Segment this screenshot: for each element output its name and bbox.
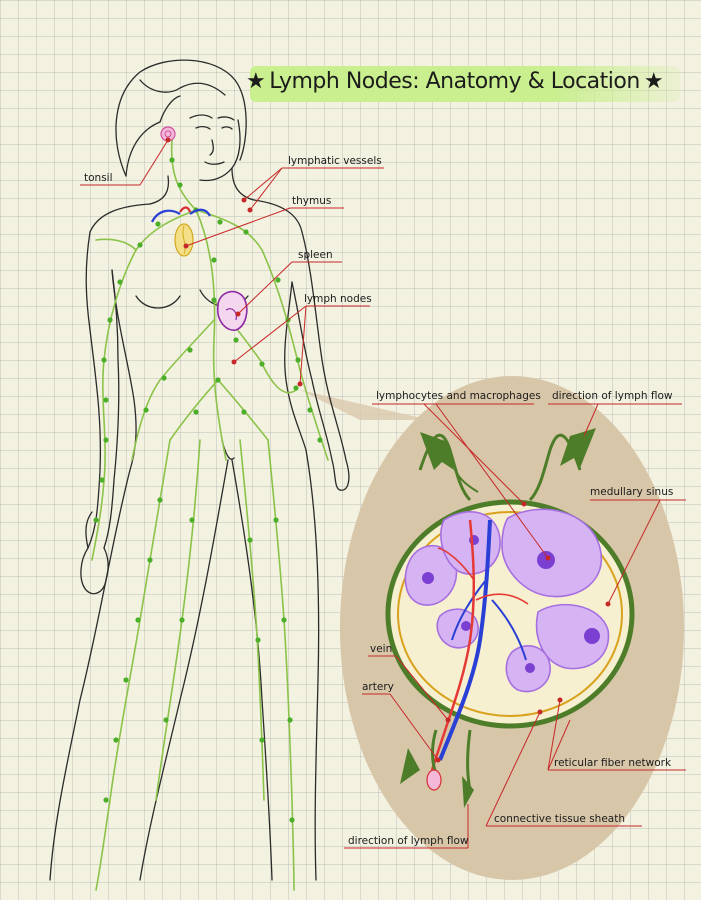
flow-arrow-bottom-center bbox=[462, 776, 474, 808]
inset-leader-lines bbox=[344, 403, 686, 849]
label-direction-flow-top: direction of lymph flow bbox=[552, 390, 673, 402]
lymph-node-cross-section bbox=[385, 428, 635, 808]
label-artery: artery bbox=[362, 681, 394, 693]
label-vein: vein bbox=[370, 643, 393, 655]
inset-leader-dots bbox=[435, 501, 611, 763]
lymph-node-dots bbox=[93, 157, 323, 823]
node-vein bbox=[438, 519, 492, 761]
label-thymus: thymus bbox=[292, 195, 332, 207]
page-title: ★ Lymph Nodes: Anatomy & Location ★ bbox=[246, 64, 680, 102]
label-lymphocytes-macrophages: lymphocytes and macrophages bbox=[376, 390, 541, 402]
label-spleen: spleen bbox=[298, 249, 333, 261]
tonsil-organ bbox=[160, 126, 176, 142]
label-tonsil: tonsil bbox=[84, 172, 113, 184]
title-text: Lymph Nodes: Anatomy & Location bbox=[269, 68, 640, 94]
flow-arrow-top-right bbox=[560, 428, 596, 468]
inset-connector bbox=[300, 390, 430, 420]
label-reticular-fiber-network: reticular fiber network bbox=[554, 757, 672, 769]
vein-arch-icon bbox=[151, 206, 211, 223]
title-star-right: ★ bbox=[643, 68, 664, 94]
label-medullary-sinus: medullary sinus bbox=[590, 486, 674, 498]
title-star-left: ★ bbox=[246, 68, 266, 94]
title-highlight bbox=[250, 66, 680, 102]
label-lymph-nodes: lymph nodes bbox=[304, 293, 372, 305]
flow-arrow-top-left bbox=[420, 432, 454, 470]
spleen-organ bbox=[216, 290, 248, 331]
thymus-organ bbox=[174, 223, 194, 257]
body-leader-dots bbox=[165, 137, 303, 387]
lymphatic-network bbox=[91, 139, 329, 891]
flow-arrow-bottom-left bbox=[400, 748, 420, 784]
node-artery bbox=[430, 519, 476, 771]
label-direction-flow-bottom: direction of lymph flow bbox=[348, 835, 469, 847]
body-outline bbox=[49, 59, 350, 881]
body-leader-lines bbox=[80, 139, 384, 385]
label-connective-tissue-sheath: connective tissue sheath bbox=[494, 813, 626, 825]
label-lymphatic-vessels: lymphatic vessels bbox=[288, 155, 382, 167]
